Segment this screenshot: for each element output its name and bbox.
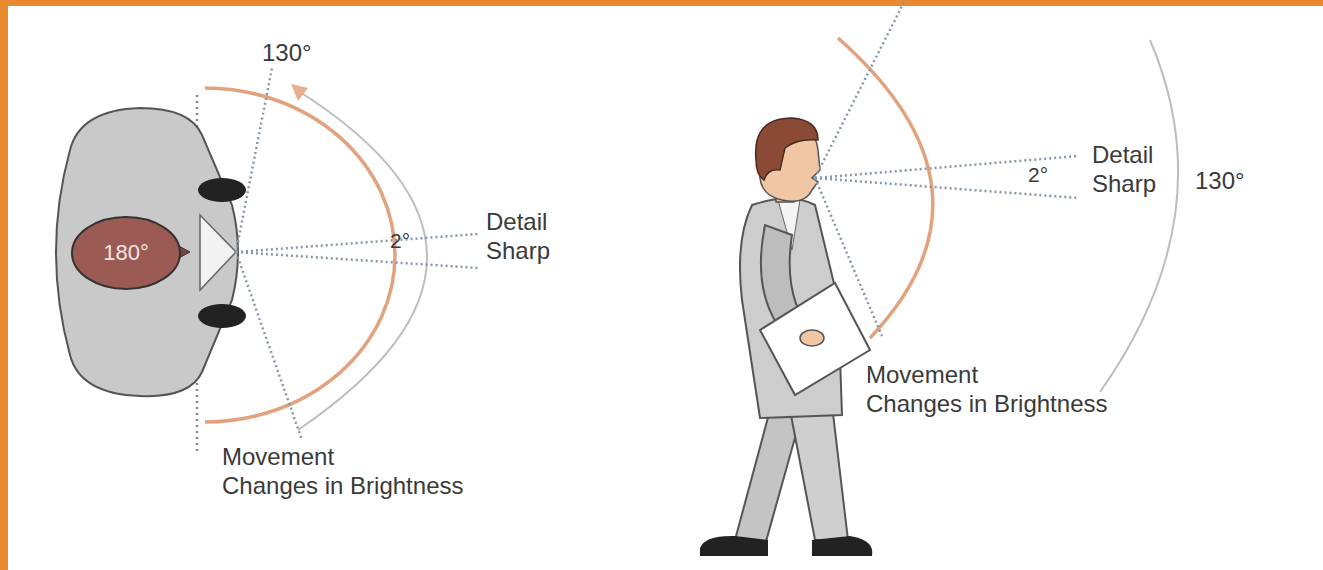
angle-label: 180° (70, 215, 182, 291)
diagram-label: Movement Changes in Brightness (866, 360, 1134, 418)
peripheral-arc (838, 38, 933, 338)
diagram-label: Detail Sharp (486, 207, 568, 265)
sight-lines (815, 0, 1078, 336)
body-top-view (56, 108, 238, 396)
walking-man (700, 118, 872, 556)
shoe (198, 304, 246, 328)
diagram-label: 2° (1028, 160, 1048, 189)
collar (200, 215, 236, 290)
slide-border (0, 0, 1323, 6)
arrow-head (291, 84, 308, 101)
slide-border (0, 0, 8, 570)
shoe (198, 178, 246, 202)
peripheral-arc (205, 88, 395, 422)
diagram-label: 2° (390, 226, 410, 255)
diagram-label: 130° (1195, 166, 1245, 195)
vision-arc (1100, 40, 1178, 392)
sight-lines (236, 68, 478, 440)
diagram-label: Detail Sharp (1092, 140, 1174, 198)
head-circle: 180° (70, 215, 182, 291)
diagram-label: Movement Changes in Brightness (222, 442, 490, 500)
diagram-label: 130° (262, 38, 312, 67)
